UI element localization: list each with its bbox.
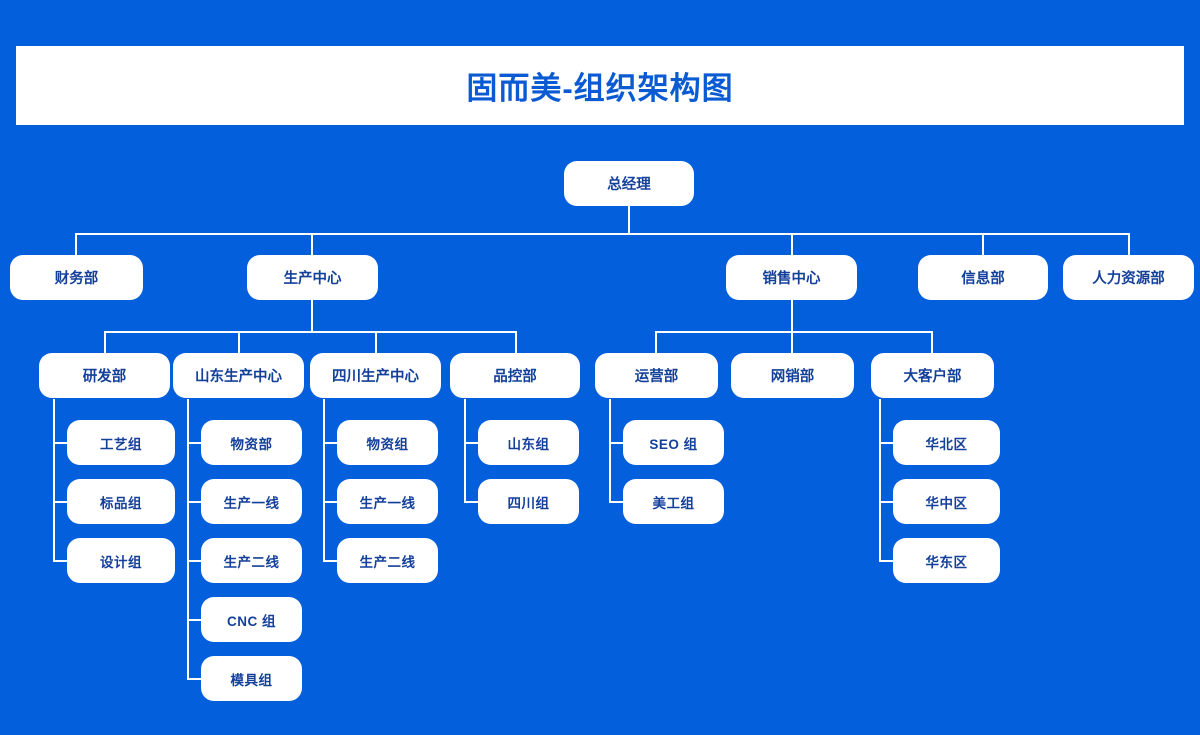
node-operations-dept[interactable]: 运营部 (595, 353, 718, 398)
connector-qc-spine (464, 399, 466, 503)
connector-ops-stub-2 (609, 501, 624, 503)
node-sales-center[interactable]: 销售中心 (726, 255, 857, 300)
connector-ops-stub-1 (609, 442, 624, 444)
node-shandong-production-center[interactable]: 山东生产中心 (173, 353, 304, 398)
node-cnc-group[interactable]: CNC 组 (201, 597, 302, 642)
connector-rd-stub-2 (53, 501, 68, 503)
node-graphics-group[interactable]: 美工组 (623, 479, 724, 524)
connector-drop-rd (104, 331, 106, 353)
node-east-china-region[interactable]: 华东区 (893, 538, 1000, 583)
connector-drop-hr (1128, 233, 1130, 255)
node-shandong-materials-dept[interactable]: 物资部 (201, 420, 302, 465)
node-rd-dept[interactable]: 研发部 (39, 353, 170, 398)
node-mold-group[interactable]: 模具组 (201, 656, 302, 701)
connector-production-bus (104, 331, 516, 333)
title-banner: 固而美-组织架构图 (16, 46, 1184, 125)
connector-drop-info (982, 233, 984, 255)
node-key-account-dept[interactable]: 大客户部 (871, 353, 994, 398)
connector-ops-spine (609, 399, 611, 503)
connector-sichuan-stub-3 (323, 560, 338, 562)
connector-drop-ops (655, 331, 657, 353)
node-sichuan-production-line-2[interactable]: 生产二线 (337, 538, 438, 583)
node-design-group[interactable]: 设计组 (67, 538, 175, 583)
connector-drop-online (791, 331, 793, 353)
connector-shandong-stub-4 (187, 619, 202, 621)
node-production-center[interactable]: 生产中心 (247, 255, 378, 300)
connector-qc-stub-2 (464, 501, 479, 503)
connector-sichuan-stub-2 (323, 501, 338, 503)
connector-rd-stub-3 (53, 560, 68, 562)
node-seo-group[interactable]: SEO 组 (623, 420, 724, 465)
node-online-sales-dept[interactable]: 网销部 (731, 353, 854, 398)
node-standard-product-group[interactable]: 标品组 (67, 479, 175, 524)
connector-rd-stub-1 (53, 442, 68, 444)
connector-sales-bus (655, 331, 932, 333)
connector-drop-finance (75, 233, 77, 255)
connector-drop-production (311, 233, 313, 255)
connector-sichuan-stub-1 (323, 442, 338, 444)
connector-sales-down (791, 300, 793, 331)
node-north-china-region[interactable]: 华北区 (893, 420, 1000, 465)
node-information-dept[interactable]: 信息部 (918, 255, 1048, 300)
connector-production-down (311, 300, 313, 331)
node-sichuan-production-center[interactable]: 四川生产中心 (310, 353, 441, 398)
connector-level1-bus (75, 233, 1129, 235)
node-shandong-production-line-2[interactable]: 生产二线 (201, 538, 302, 583)
node-hr-dept[interactable]: 人力资源部 (1063, 255, 1194, 300)
connector-drop-shandong (238, 331, 240, 353)
connector-keyaccount-stub-2 (879, 501, 894, 503)
page-title: 固而美-组织架构图 (466, 71, 734, 106)
connector-keyaccount-stub-3 (879, 560, 894, 562)
node-process-group[interactable]: 工艺组 (67, 420, 175, 465)
node-central-china-region[interactable]: 华中区 (893, 479, 1000, 524)
connector-shandong-spine (187, 399, 189, 680)
node-sichuan-materials-group[interactable]: 物资组 (337, 420, 438, 465)
node-sichuan-production-line-1[interactable]: 生产一线 (337, 479, 438, 524)
connector-drop-sales (791, 233, 793, 255)
node-quality-control-dept[interactable]: 品控部 (450, 353, 580, 398)
connector-shandong-stub-2 (187, 501, 202, 503)
connector-rd-spine (53, 399, 55, 562)
node-qc-shandong-group[interactable]: 山东组 (478, 420, 579, 465)
connector-drop-sichuan (375, 331, 377, 353)
connector-ceo-down (628, 206, 630, 234)
connector-drop-keyaccount (931, 331, 933, 353)
connector-keyaccount-spine (879, 399, 881, 562)
connector-keyaccount-stub-1 (879, 442, 894, 444)
connector-shandong-stub-3 (187, 560, 202, 562)
connector-shandong-stub-1 (187, 442, 202, 444)
node-general-manager[interactable]: 总经理 (564, 161, 694, 206)
connector-qc-stub-1 (464, 442, 479, 444)
connector-drop-qc (515, 331, 517, 353)
node-finance-dept[interactable]: 财务部 (10, 255, 143, 300)
connector-sichuan-spine (323, 399, 325, 562)
node-shandong-production-line-1[interactable]: 生产一线 (201, 479, 302, 524)
node-qc-sichuan-group[interactable]: 四川组 (478, 479, 579, 524)
connector-shandong-stub-5 (187, 678, 202, 680)
